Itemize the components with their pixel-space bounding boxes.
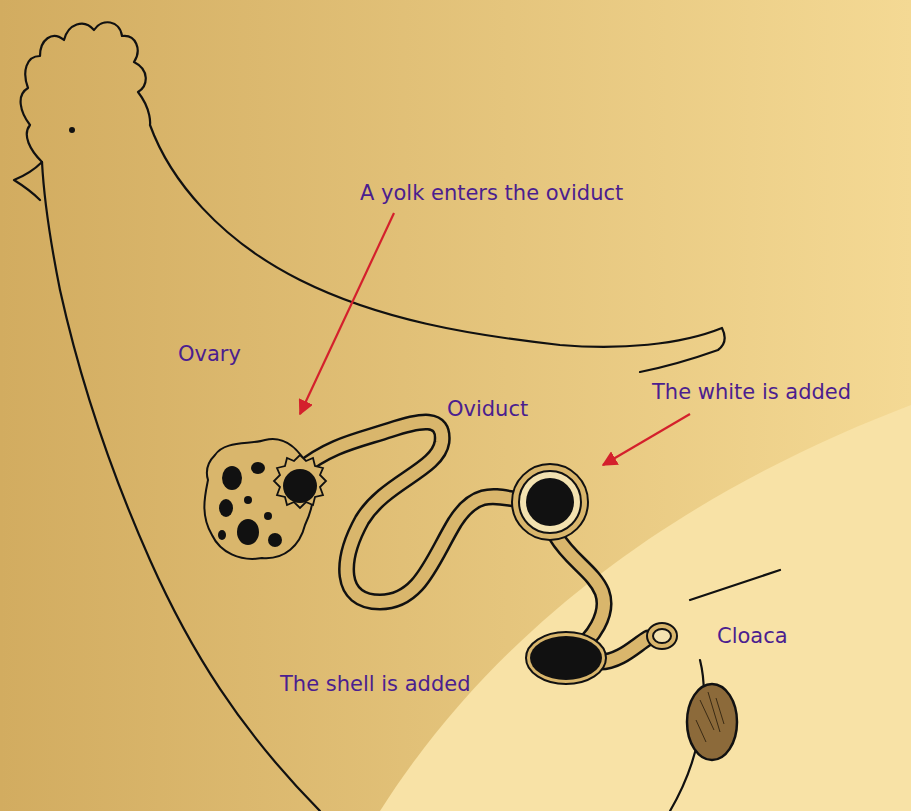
cloaca-ring [647,623,677,649]
callout-label: The shell is added [280,672,470,697]
hen-outline [14,22,780,811]
laid-egg [687,684,737,760]
yolk-with-white [512,464,588,540]
light-band [380,405,911,811]
leader-arrows [300,213,690,465]
callout-label: A yolk enters the oviduct [360,181,623,206]
callout-label: The white is added [652,380,851,405]
ovary-drawing [204,439,326,559]
shelled-egg [526,632,606,684]
part-label: Cloaca [717,624,788,649]
part-label: Oviduct [447,397,528,422]
oviduct-tube [300,422,648,662]
part-label: Ovary [178,342,241,367]
